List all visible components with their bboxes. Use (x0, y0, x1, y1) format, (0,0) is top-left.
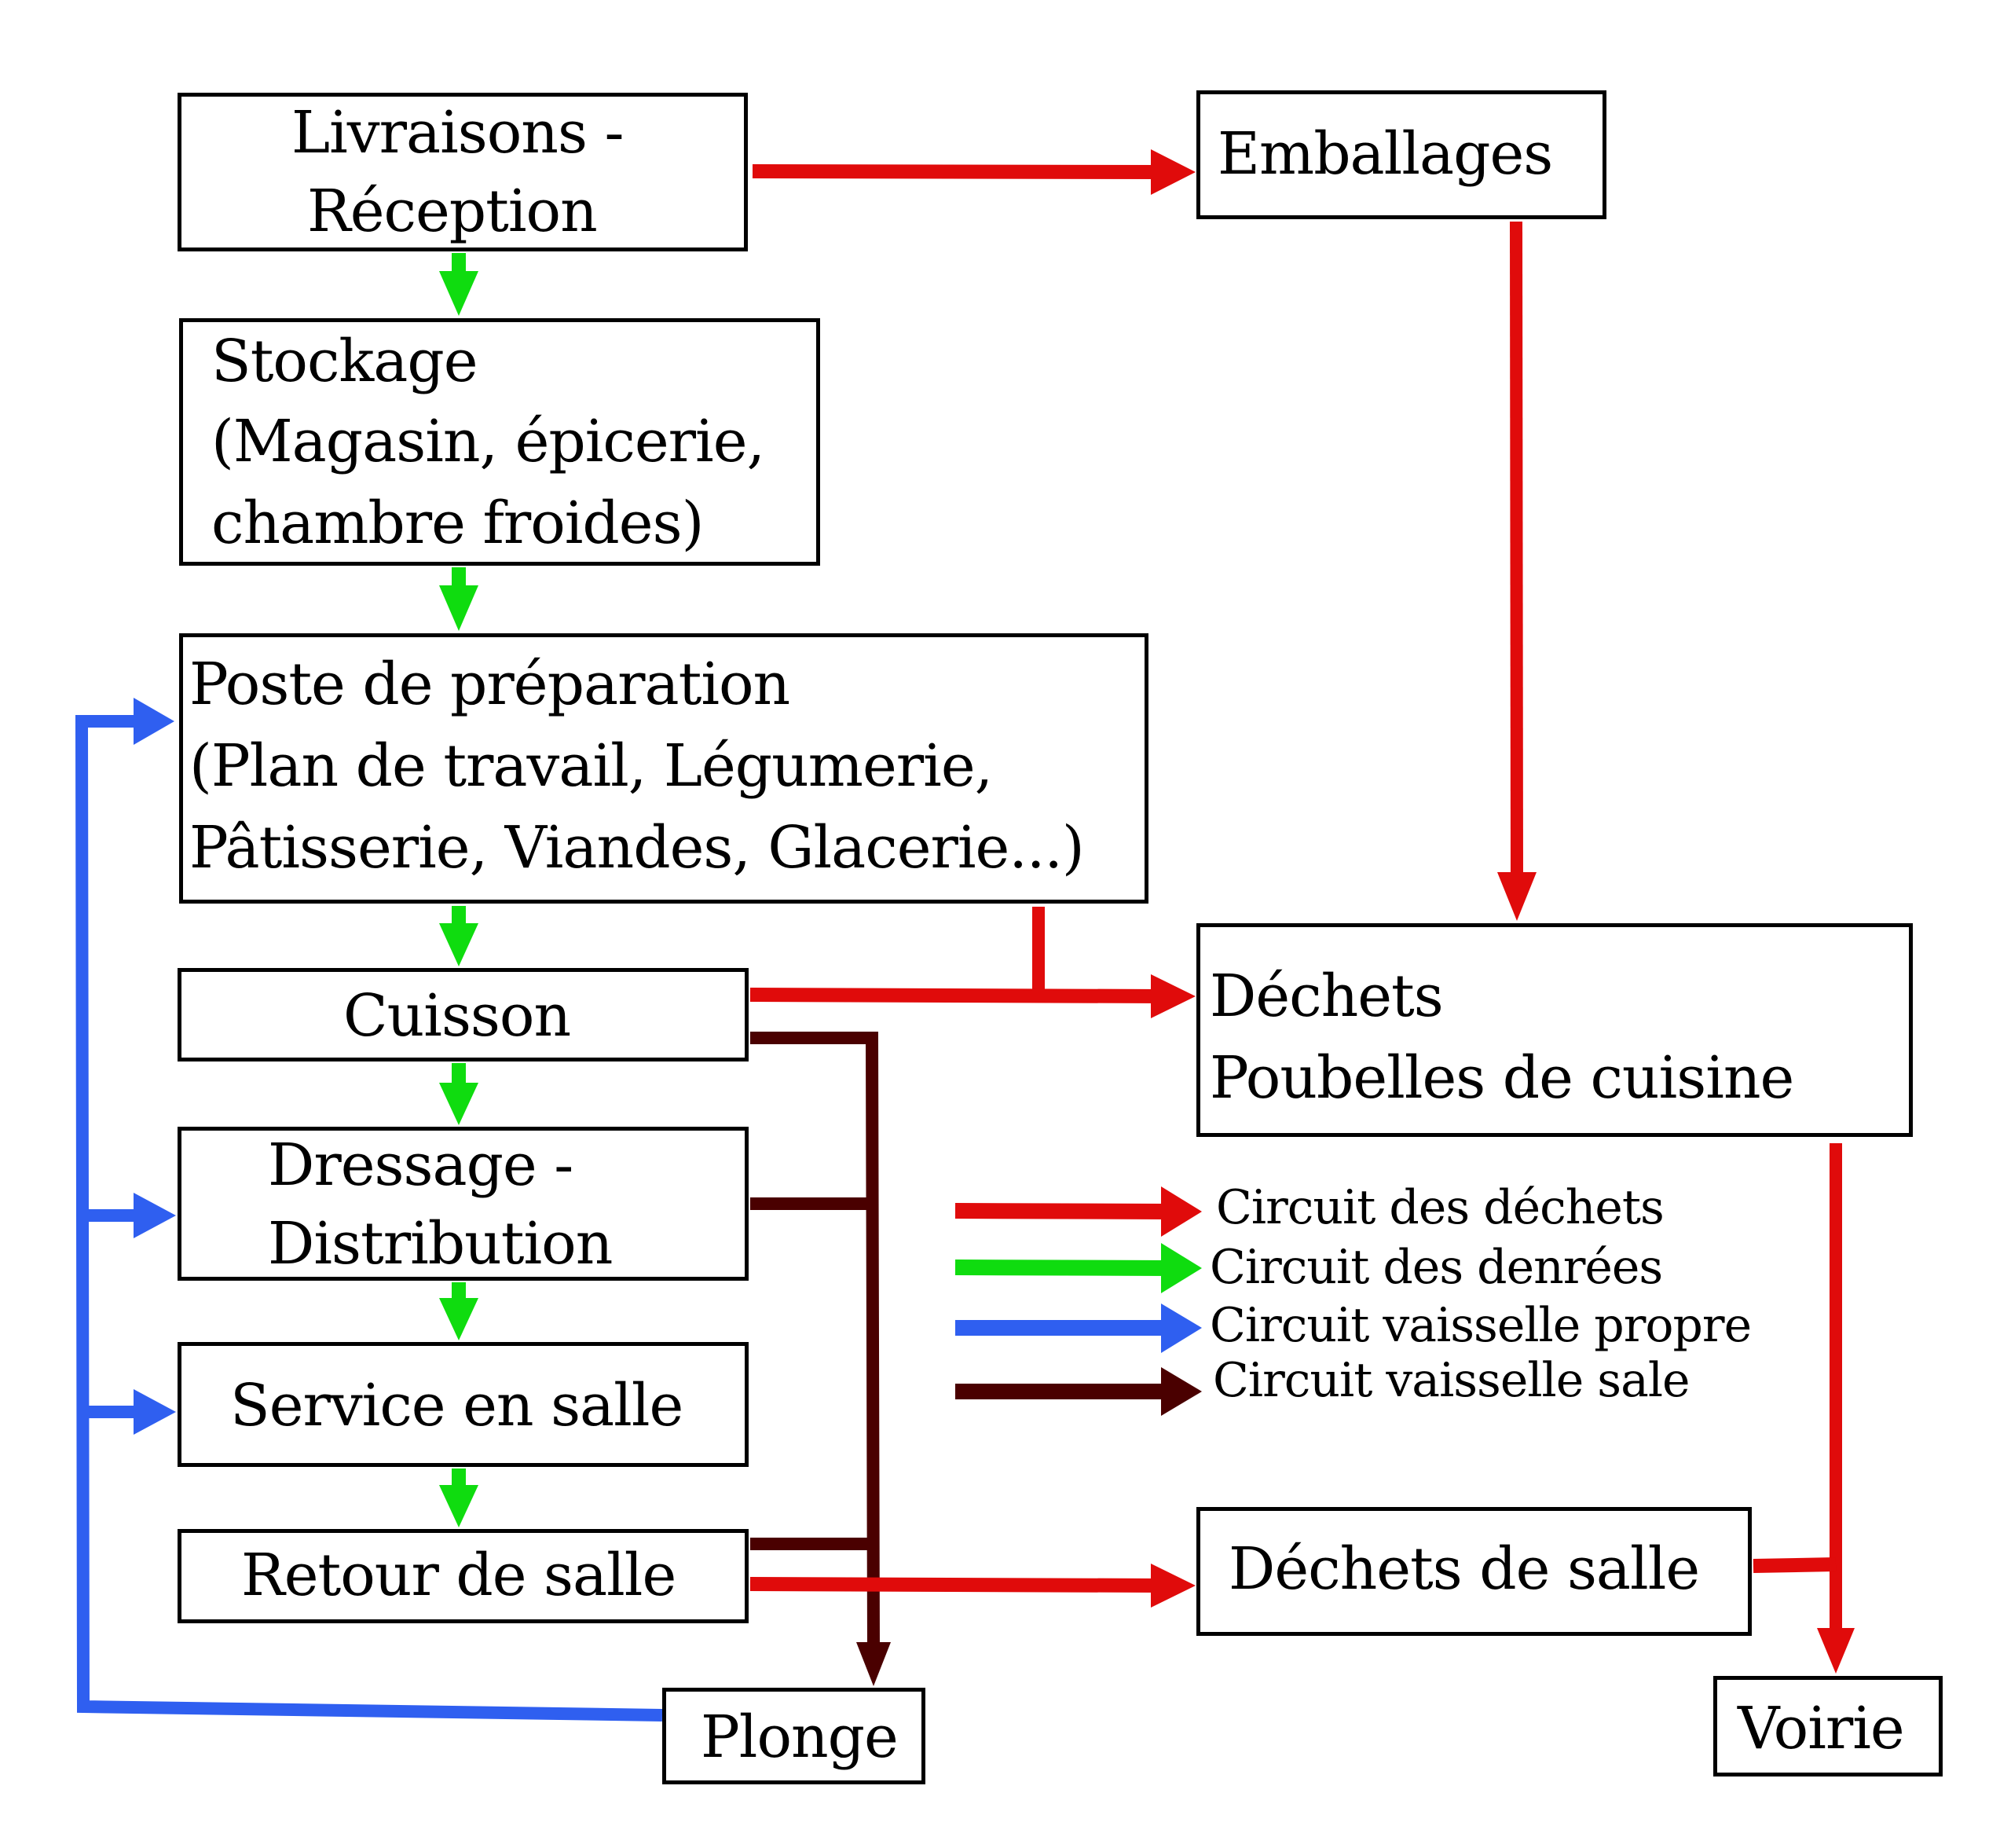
node-label-line2: Distribution (268, 1210, 613, 1278)
node-poste-preparation: Poste de préparation (Plan de travail, L… (179, 633, 1148, 904)
food-circuit (439, 253, 478, 1527)
waste-circuit (749, 149, 1855, 1674)
arrow-service-to-retour (439, 1468, 478, 1527)
node-service-en-salle: Service en salle (178, 1342, 749, 1467)
arrow-livraisons-to-stockage (439, 253, 478, 316)
node-label-line1: Service en salle (230, 1372, 683, 1439)
node-label-line1: Plonge (701, 1703, 899, 1771)
node-label-line1: Dressage - (268, 1131, 573, 1199)
node-dechets-de-salle: Déchets de salle (1196, 1507, 1752, 1636)
dirty-line-cuisson (750, 1032, 880, 1651)
node-label-line1: Voirie (1738, 1695, 1905, 1762)
legend-arrow-waste (954, 1186, 1202, 1237)
node-label-line1: Retour de salle (241, 1542, 676, 1609)
node-label-line2: Poubelles de cuisine (1210, 1044, 1794, 1112)
arrow-cuisson-to-dressage (439, 1063, 478, 1125)
legend-label-dirty-dishes: Circuit vaisselle sale (1213, 1353, 1690, 1408)
legend-arrow-food (954, 1243, 1202, 1293)
legend-arrow-dirty-dishes (955, 1367, 1202, 1416)
arrow-to-service (134, 1389, 176, 1435)
arrow-to-plonge (856, 1642, 891, 1686)
node-label-line2: (Magasin, épicerie, (211, 408, 765, 475)
legend-label-clean-dishes: Circuit vaisselle propre (1210, 1298, 1752, 1353)
legend-label-waste: Circuit des déchets (1216, 1180, 1665, 1235)
waste-retour-to-dechets-salle (749, 1577, 1163, 1593)
dirty-dishes-circuit (750, 1032, 891, 1686)
legend-arrows (954, 1186, 1202, 1416)
node-label-line1: Poste de préparation (189, 651, 790, 718)
node-label-line1: Livraisons - (291, 99, 624, 167)
waste-cuisson-to-dechets (749, 988, 1163, 1003)
arrow-to-dressage (134, 1193, 176, 1238)
node-label-line2: (Plan de travail, Légumerie, (189, 732, 993, 800)
clean-dishes-circuit (75, 698, 663, 1722)
node-dechets-poubelles: Déchets Poubelles de cuisine (1196, 923, 1913, 1137)
legend-arrow-clean-dishes (955, 1304, 1202, 1353)
arrow-dressage-to-service (439, 1282, 478, 1340)
waste-livraisons-to-emballages (752, 164, 1163, 179)
arrow-to-preparation (134, 698, 174, 745)
arrow-preparation-to-cuisson (439, 906, 478, 966)
node-label-line1: Déchets de salle (1229, 1535, 1700, 1603)
node-label-line1: Emballages (1218, 120, 1553, 188)
node-label-line1: Déchets (1210, 962, 1444, 1030)
node-emballages: Emballages (1196, 90, 1606, 219)
node-label-line3: chambre froides) (211, 490, 704, 557)
node-label-line1: Stockage (211, 328, 478, 395)
node-livraisons-reception: Livraisons - Réception (178, 93, 748, 251)
node-retour-de-salle: Retour de salle (178, 1529, 749, 1623)
node-voirie: Voirie (1713, 1676, 1943, 1776)
node-stockage: Stockage (Magasin, épicerie, chambre fro… (179, 318, 820, 566)
legend-label-food: Circuit des denrées (1210, 1240, 1663, 1295)
node-dressage-distribution: Dressage - Distribution (178, 1127, 749, 1281)
waste-emballages-to-dechets (1510, 221, 1523, 881)
node-label-line2: Réception (307, 178, 598, 245)
arrow-stockage-to-preparation (439, 567, 478, 631)
node-cuisson: Cuisson (178, 968, 749, 1062)
node-plonge: Plonge (662, 1688, 925, 1784)
waste-dechets-salle-join (1753, 1557, 1837, 1573)
node-label-line3: Pâtisserie, Viandes, Glacerie...) (189, 814, 1085, 882)
node-label-line1: Cuisson (343, 982, 571, 1050)
